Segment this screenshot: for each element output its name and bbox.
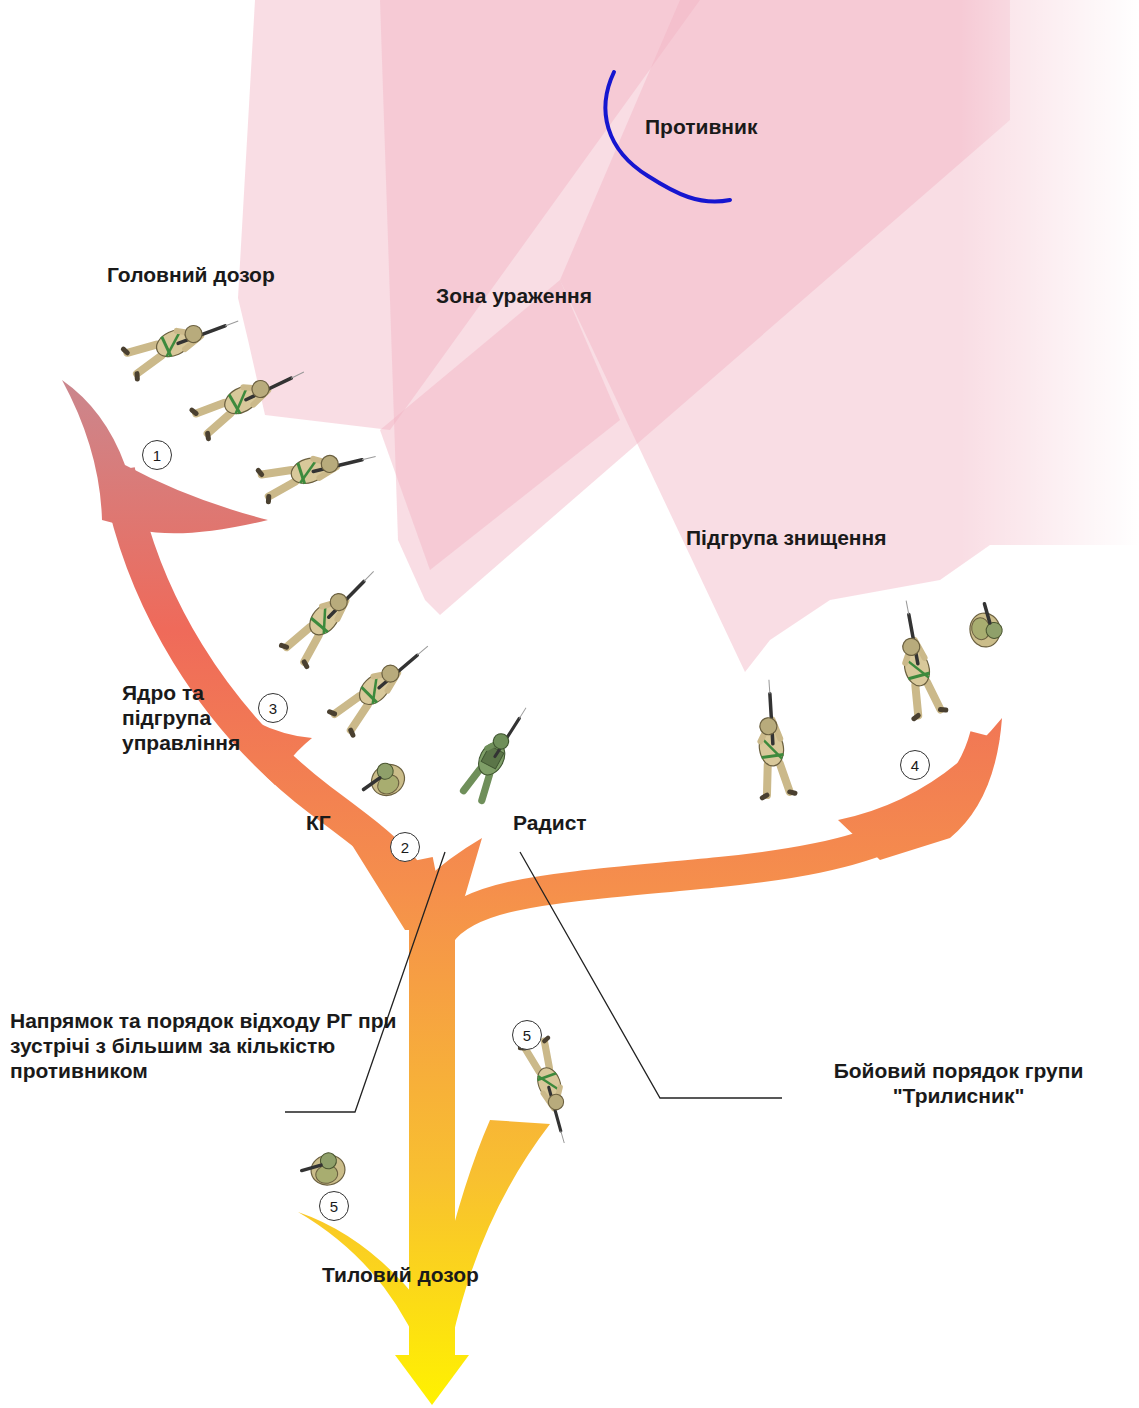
enemy-label: Противник xyxy=(645,114,845,139)
callout-circle: 2 xyxy=(390,832,420,862)
group-label: Тиловий дозор xyxy=(322,1262,582,1287)
group-label: Підгрупа знищення xyxy=(686,525,986,550)
group-label: Головний дозор xyxy=(107,262,367,287)
callout-circle: 1 xyxy=(142,440,172,470)
zone-label: Зона ураження xyxy=(436,283,676,308)
callout-circle: 4 xyxy=(900,750,930,780)
callout-number: 5 xyxy=(523,1028,531,1043)
callout-circle: 3 xyxy=(258,693,288,723)
callout-number: 4 xyxy=(911,758,919,773)
callout-circle: 5 xyxy=(512,1020,542,1050)
note-label: Напрямок та порядок відходу РГ при зустр… xyxy=(10,1008,400,1084)
group-label: Ядро та підгрупа управління xyxy=(122,680,260,756)
callout-number: 2 xyxy=(401,840,409,855)
role-label: Радист xyxy=(513,810,633,835)
callout-circle: 5 xyxy=(319,1191,349,1221)
callout-number: 1 xyxy=(153,448,161,463)
callout-number: 3 xyxy=(269,701,277,716)
note-label: Бойовий порядок групи "Трилисник" xyxy=(786,1058,1131,1108)
callout-number: 5 xyxy=(330,1199,338,1214)
role-label: КГ xyxy=(306,810,366,835)
